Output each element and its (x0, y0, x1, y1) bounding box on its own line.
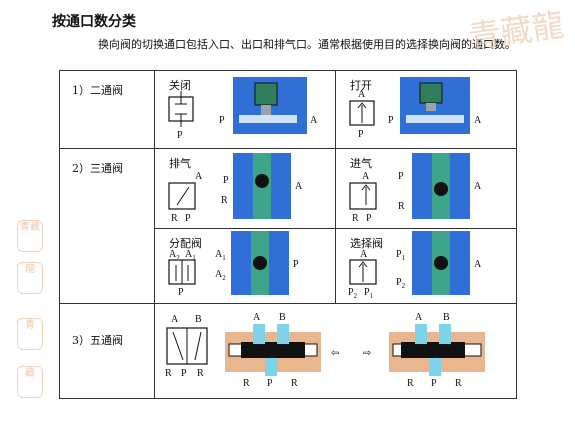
port-label: B (195, 314, 202, 325)
seal-stamp: 青 (17, 318, 43, 350)
seal-stamp: 青藏 (17, 220, 43, 252)
port-label: P (358, 129, 364, 140)
page-title: 按通口数分类 (52, 14, 136, 30)
state-cell: 分配阀 A2 A1 P A1 A2 P (154, 228, 336, 304)
left-arrow-icon: ⇦ (331, 348, 339, 359)
svg-text:P2: P2 (348, 287, 358, 299)
port-label: R (221, 195, 228, 206)
port-label: R (197, 368, 204, 379)
port-label: A (474, 259, 482, 270)
row-label-cell: 3）五通阀 (59, 303, 155, 399)
valve-symbol (349, 182, 377, 210)
port-label: A (474, 181, 482, 192)
port-label: P (388, 115, 394, 126)
port-label: A (195, 171, 203, 182)
three-way-exhaust-diagram: A R P P R A (168, 153, 303, 224)
state-label: 关闭 (169, 79, 191, 92)
seal-stamp: 藏 (17, 366, 43, 398)
svg-text:A2: A2 (215, 269, 226, 282)
two-way-open-diagram: A P P A (349, 77, 482, 140)
state-label: 选择阀 (350, 237, 383, 250)
seal-stamp: 龍 (17, 262, 43, 294)
row-label: 2）三通阀 (72, 162, 123, 175)
port-label: P (178, 287, 184, 298)
port-label: P (431, 378, 437, 389)
svg-text:A1: A1 (215, 249, 226, 262)
state-label: 进气 (350, 157, 372, 170)
svg-text:P2: P2 (396, 277, 406, 290)
intro-text: 换向阀的切换通口包括入口、出口和排气口。通常根据使用目的选择换向阀的通口数。 (98, 38, 516, 51)
state-cell: 进气 A R P P R A (335, 148, 517, 229)
watermark-logo: 青藏龍 (466, 5, 567, 57)
port-label: R (352, 213, 359, 224)
valve-symbol (349, 259, 377, 285)
port-label: A (415, 312, 423, 323)
port-label: A (362, 171, 370, 182)
port-label: B (279, 312, 286, 323)
two-way-closed-diagram: P P A (168, 77, 318, 141)
valve-table: 1）二通阀 关闭 P P A 打开 A P (59, 70, 517, 399)
state-cell: 选择阀 A P2 P1 P1 P2 A (335, 228, 517, 304)
port-label: P (177, 130, 183, 141)
three-way-intake-diagram: A R P P R A (349, 153, 482, 224)
svg-text:P1: P1 (396, 249, 406, 262)
svg-text:P1: P1 (364, 287, 374, 299)
row-label-cell: 1）二通阀 (59, 70, 155, 149)
port-label: A (358, 89, 366, 100)
valve-symbol (168, 182, 196, 210)
state-cell: 关闭 P P A (154, 70, 336, 149)
port-label: A2 (169, 249, 180, 262)
five-way-cell: A B R P R A B R P R ⇦ ⇨ (154, 303, 517, 399)
port-label: A (295, 181, 303, 192)
port-label: A1 (185, 249, 196, 262)
port-label: P (267, 378, 273, 389)
right-arrow-icon: ⇨ (363, 348, 371, 359)
port-label: A (474, 115, 482, 126)
port-label: A (360, 249, 368, 260)
state-label: 分配阀 (169, 237, 202, 250)
port-label: P (219, 115, 225, 126)
port-label: R (455, 378, 462, 389)
port-label: R (243, 378, 250, 389)
state-label: 排气 (169, 157, 191, 170)
port-label: R (171, 213, 178, 224)
port-label: P (181, 368, 187, 379)
port-label: P (223, 175, 229, 186)
state-label: 打开 (350, 79, 372, 92)
port-label: P (185, 213, 191, 224)
port-label: B (443, 312, 450, 323)
port-label: A (253, 312, 261, 323)
port-label: R (291, 378, 298, 389)
port-label: R (407, 378, 414, 389)
state-cell: 打开 A P P A (335, 70, 517, 149)
port-label: R (398, 201, 405, 212)
three-way-distribution-diagram: A2 A1 P A1 A2 P (168, 231, 299, 298)
port-label: P (293, 259, 299, 270)
row-label: 1）二通阀 (72, 84, 123, 97)
row-label: 3）五通阀 (72, 334, 123, 347)
five-way-diagram: A B R P R A B R P R ⇦ ⇨ (165, 312, 485, 389)
state-cell: 排气 A R P P R A (154, 148, 336, 229)
port-label: R (165, 368, 172, 379)
three-way-selector-diagram: A P2 P1 P1 P2 A (348, 231, 482, 300)
port-label: A (310, 115, 318, 126)
port-label: P (366, 213, 372, 224)
row-label-cell: 2）三通阀 (59, 148, 155, 304)
port-label: A (171, 314, 179, 325)
port-label: P (398, 171, 404, 182)
valve-symbol (349, 100, 375, 126)
